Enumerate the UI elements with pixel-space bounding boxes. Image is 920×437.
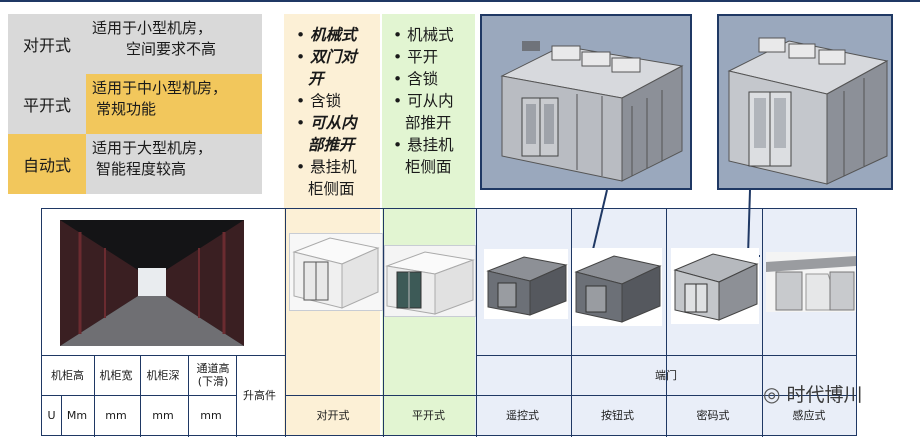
header-riser: 升高件 <box>243 389 276 402</box>
desc-line: 适用于小型机房， <box>92 19 213 37</box>
door-type-row-3: 自动式 适用于大型机房， 智能程度较高 <box>8 134 262 194</box>
door-label-password: 密码式 <box>696 409 730 422</box>
feature-item: • 机械式 <box>296 26 357 44</box>
desc-line: 常规功能 <box>96 100 157 118</box>
feature-item: • 悬挂机柜侧面 <box>296 158 357 198</box>
feature-item: • 可从内部推开 <box>296 114 357 154</box>
header-cabinet-depth: 机柜深 <box>146 368 180 382</box>
door-type-name: 自动式 <box>8 134 86 194</box>
divider <box>42 395 236 396</box>
unit-cell: U <box>47 409 56 422</box>
door-type-row-1: 对开式 适用于小型机房， 空间要求不高 <box>8 14 262 74</box>
door-type-name: 对开式 <box>22 36 71 55</box>
door-label-bifold: 对开式 <box>316 409 350 422</box>
cold-aisle-render-graphic <box>482 16 690 188</box>
divider <box>476 355 856 356</box>
feature-item: • 含锁 <box>393 70 439 88</box>
desc-line: 适用于中小型机房， <box>92 79 228 97</box>
divider <box>571 209 572 437</box>
unit-cell: mm <box>200 409 222 422</box>
divider <box>476 395 856 396</box>
thumb-sensor-door <box>766 252 856 312</box>
server-corridor-photo <box>60 220 244 346</box>
header-aisle-height: 通道高(下滑) <box>196 362 230 388</box>
feature-column-bifold <box>284 14 380 436</box>
desc-line: 智能程度较高 <box>96 160 187 178</box>
divider <box>285 395 476 396</box>
divider <box>666 209 667 437</box>
render-cold-aisle-2 <box>717 14 893 190</box>
feature-list-bifold: • 机械式 • 双门对开 • 含锁 • 可从内部推开 • 悬挂机柜侧面 <box>296 24 382 200</box>
render-cold-aisle-1 <box>480 14 692 190</box>
door-label-remote: 遥控式 <box>506 409 539 422</box>
divider <box>42 355 285 356</box>
divider <box>476 209 477 437</box>
feature-item: • 悬挂机柜侧面 <box>393 136 454 176</box>
cold-aisle-render-graphic <box>719 16 891 188</box>
thumb-bifold-door <box>289 233 383 311</box>
watermark-text: 时代博川 <box>786 384 863 406</box>
spec-table <box>41 208 857 437</box>
divider <box>61 395 62 436</box>
watermark: ◎ 时代博川 <box>763 380 862 407</box>
wechat-icon: ◎ <box>763 381 781 406</box>
door-label-button: 按钮式 <box>601 409 634 422</box>
divider <box>285 209 286 437</box>
desc-line: 适用于大型机房， <box>92 139 213 157</box>
feature-item: • 双门对开 <box>296 48 357 88</box>
feature-item: • 含锁 <box>296 92 342 110</box>
door-type-desc: 适用于小型机房， 空间要求不高 <box>86 14 262 74</box>
divider <box>188 355 189 437</box>
feature-item: • 机械式 <box>393 26 454 44</box>
header-cabinet-height: 机柜高 <box>51 368 84 382</box>
divider <box>140 355 141 437</box>
feature-item: • 平开 <box>393 48 439 66</box>
divider <box>762 209 763 437</box>
thumb-button-door <box>572 248 662 326</box>
desc-line: 空间要求不高 <box>126 40 217 58</box>
unit-cell: mm <box>105 409 127 422</box>
door-type-desc: 适用于大型机房， 智能程度较高 <box>86 134 262 194</box>
divider <box>383 209 384 437</box>
divider <box>236 355 237 437</box>
thumb-password-door <box>671 248 759 324</box>
door-label-sensor: 感应式 <box>792 409 826 422</box>
divider <box>94 355 95 437</box>
feature-list-swing: • 机械式 • 平开 • 含锁 • 可从内部推开 • 悬挂机柜侧面 <box>393 24 477 178</box>
thumb-remote-door <box>484 249 568 319</box>
door-label-swing: 平开式 <box>412 409 445 422</box>
unit-cell: mm <box>152 409 174 422</box>
feature-item: • 可从内部推开 <box>393 92 454 132</box>
door-type-row-2: 平开式 适用于中小型机房， 常规功能 <box>8 74 262 134</box>
unit-cell: Mm <box>66 409 88 422</box>
end-door-header: 端门 <box>655 368 677 382</box>
top-rule <box>0 0 920 2</box>
thumb-swing-door <box>384 245 476 317</box>
header-cabinet-width: 机柜宽 <box>99 368 133 382</box>
feature-column-swing <box>382 14 475 436</box>
door-type-desc: 适用于中小型机房， 常规功能 <box>86 74 262 134</box>
door-type-name: 平开式 <box>8 74 86 134</box>
